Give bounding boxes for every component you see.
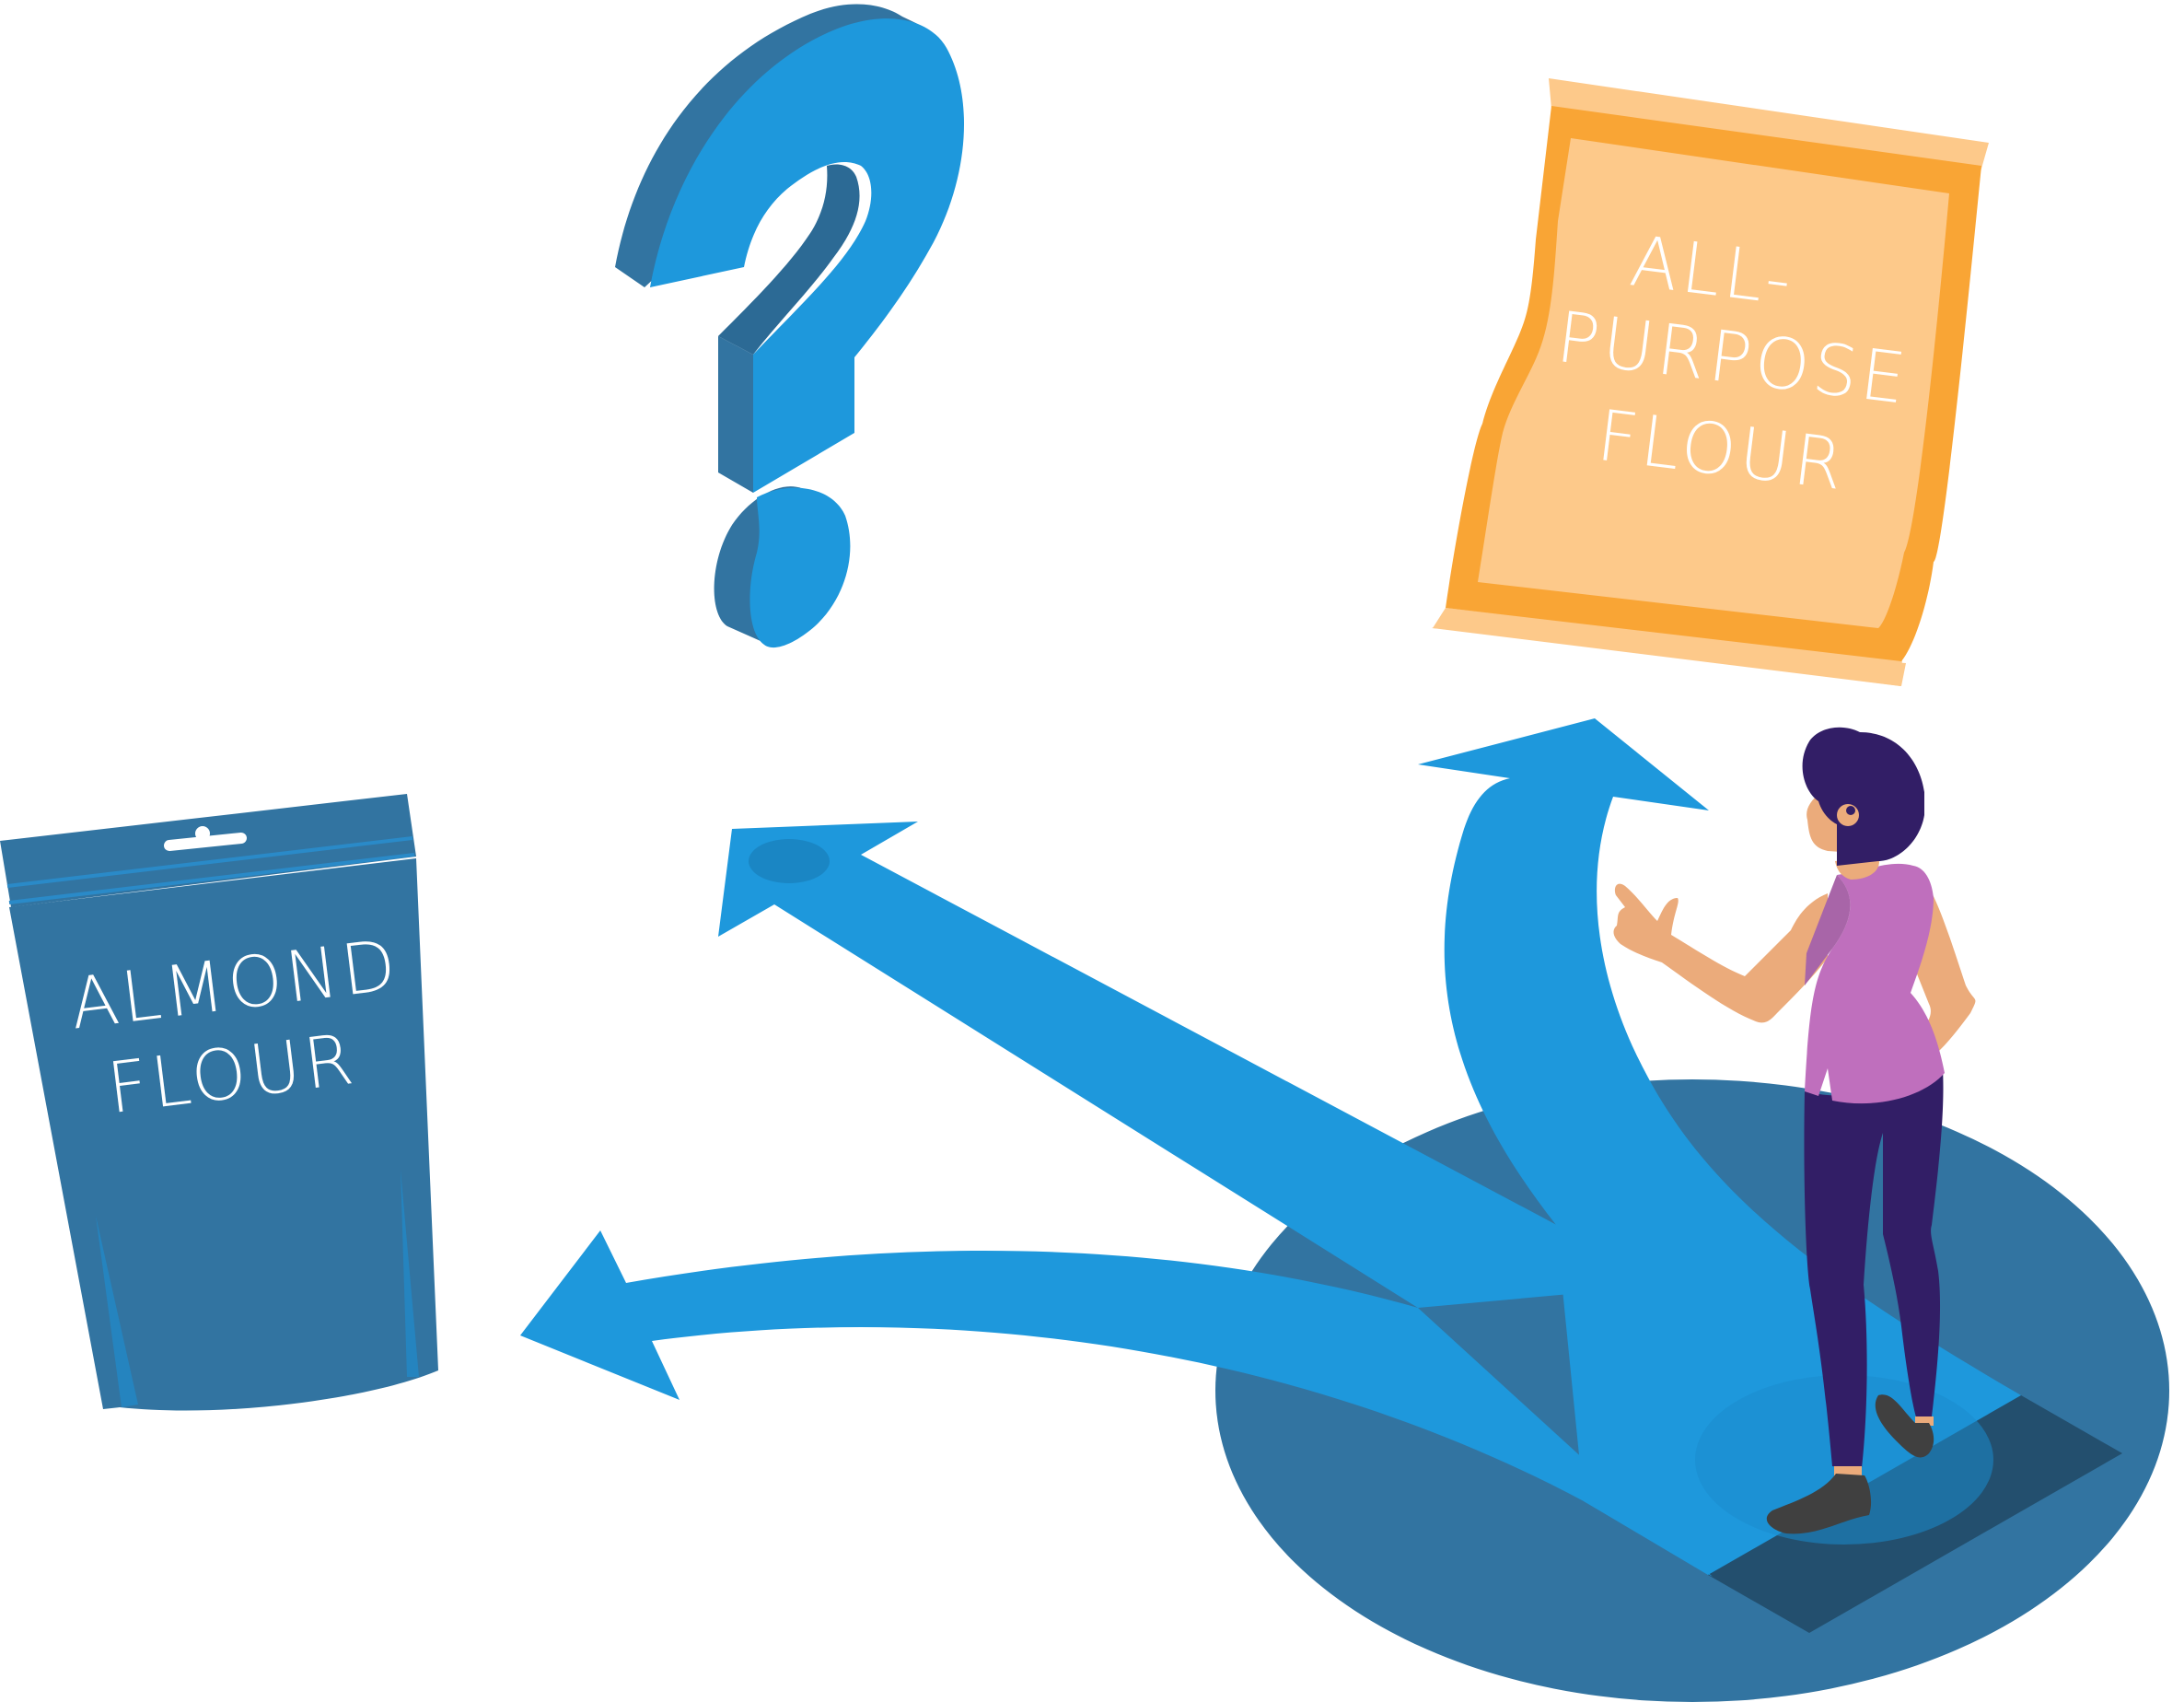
person-figure (1613, 727, 1993, 1545)
hang-hole (164, 833, 247, 851)
direction-arrows (520, 718, 2021, 1577)
left-arrow (520, 1230, 1713, 1577)
ap-bag-top-flap (1549, 78, 1989, 175)
right-arrow (1418, 718, 2021, 1575)
almond-flour-bag: ALMOND FLOUR (0, 794, 438, 1411)
almond-bag-top (0, 794, 416, 907)
question-mark-front (650, 18, 965, 494)
person-shoe-back (1875, 1394, 1934, 1458)
person-shirt (1805, 863, 1945, 1104)
center-arrow (718, 822, 1621, 1308)
question-mark-dot-front (749, 487, 851, 648)
ap-bag-label-line1: ALL- (1626, 219, 1799, 321)
person-front-arm (1613, 883, 1828, 1023)
ap-bag-inner (1478, 138, 1949, 628)
center-arrow-notch (749, 839, 830, 883)
person-shoe-front (1766, 1474, 1872, 1534)
question-mark-icon (615, 4, 965, 648)
ap-bag-bottom-flap (1433, 608, 1902, 686)
person-pants (1804, 1068, 1944, 1468)
all-purpose-flour-bag: ALL- PURPOSE FLOUR (1432, 78, 1989, 686)
question-mark-stem-side (718, 336, 753, 493)
almond-bag-body (9, 858, 438, 1411)
person-hair (1802, 727, 1924, 866)
question-mark-inner-side (718, 164, 860, 355)
